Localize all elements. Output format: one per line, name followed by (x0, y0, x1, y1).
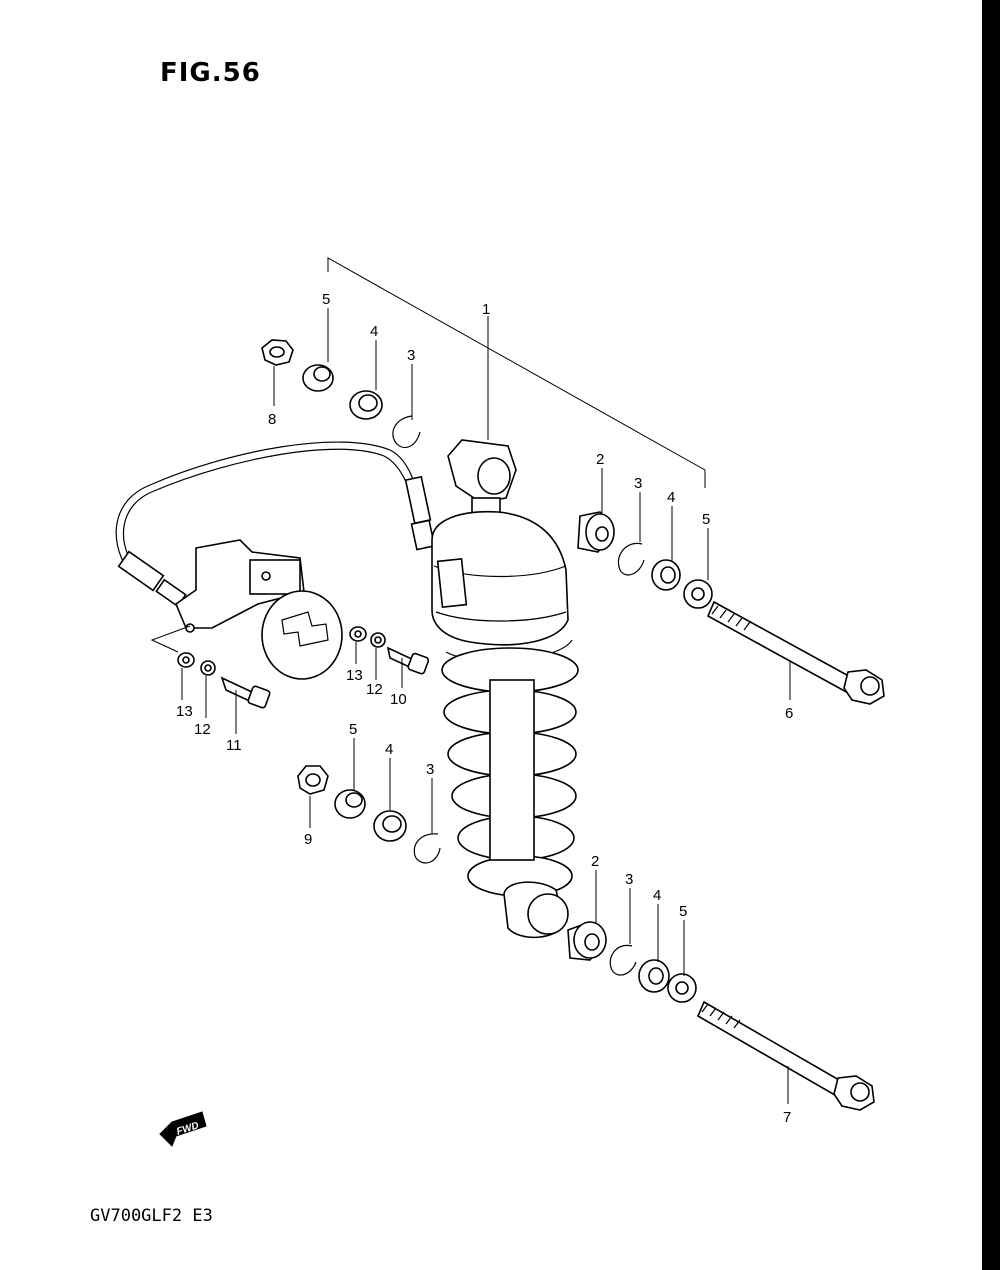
callout-5: 5 (679, 903, 687, 920)
callout-5: 5 (322, 291, 330, 308)
shock-absorber (431, 439, 579, 939)
spacer-2-lower (567, 921, 608, 961)
callout-5: 5 (349, 721, 357, 738)
callout-8: 8 (268, 411, 276, 428)
callout-12: 12 (194, 721, 211, 738)
hose-fitting-upper (404, 475, 436, 551)
washer-5-lower-right (667, 973, 697, 1003)
callout-12: 12 (366, 681, 383, 698)
bushing-4-lower-right (638, 959, 670, 993)
figure-title: FIG.56 (160, 58, 261, 88)
callout-10: 10 (390, 691, 407, 708)
bushing-4-upper-left (349, 390, 383, 420)
bolt-7 (696, 1000, 875, 1111)
circlip-3-upper-left (392, 415, 421, 449)
nut-8 (261, 339, 294, 366)
model-code: GV700GLF2 E3 (90, 1206, 213, 1226)
washer-5-upper-left (302, 364, 334, 392)
callout-3: 3 (634, 475, 642, 492)
callout-5: 5 (702, 511, 710, 528)
washer-12-right (370, 632, 386, 648)
nut-9 (297, 765, 329, 795)
callout-11: 11 (226, 737, 242, 754)
forward-arrow-icon: FWD (159, 1111, 207, 1147)
page-edge-bar (982, 0, 1000, 1270)
callout-4: 4 (653, 887, 661, 904)
assembly-bracket (327, 257, 706, 488)
washer-12-left (200, 660, 216, 676)
hose-fitting-lower (117, 550, 187, 608)
bushing-4-upper-right (651, 559, 681, 591)
callout-3: 3 (625, 871, 633, 888)
leader-lines (181, 308, 791, 1104)
adjuster-bracket-line (150, 625, 191, 653)
bolt-10 (386, 646, 430, 675)
bolt-6 (706, 600, 885, 705)
callout-2: 2 (596, 451, 604, 468)
circlip-3-lower-right (609, 944, 637, 976)
callout-1: 1 (482, 301, 490, 318)
washer-5-upper-right (683, 579, 713, 609)
preload-adjuster (175, 539, 343, 680)
spacer-2-upper (577, 511, 616, 553)
washer-13-left (177, 652, 195, 668)
callout-labels: 1 5 4 3 8 2 3 4 5 6 13 12 11 13 12 10 5 … (176, 291, 793, 1126)
callout-4: 4 (667, 489, 675, 506)
callout-4: 4 (385, 741, 393, 758)
callout-9: 9 (304, 831, 312, 848)
callout-3: 3 (407, 347, 415, 364)
callout-13: 13 (346, 667, 363, 684)
washer-13-right (349, 626, 367, 642)
circlip-3-lower-left (413, 833, 441, 864)
circlip-3-upper-right (617, 542, 645, 576)
callout-4: 4 (370, 323, 378, 340)
bolt-11 (220, 676, 271, 709)
callout-3: 3 (426, 761, 434, 778)
bushing-4-lower-left (373, 810, 407, 842)
callout-7: 7 (783, 1109, 791, 1126)
callout-6: 6 (785, 705, 793, 722)
washer-5-lower-left (334, 789, 366, 819)
callout-13: 13 (176, 703, 193, 720)
preload-hose (115, 441, 421, 571)
callout-2: 2 (591, 853, 599, 870)
